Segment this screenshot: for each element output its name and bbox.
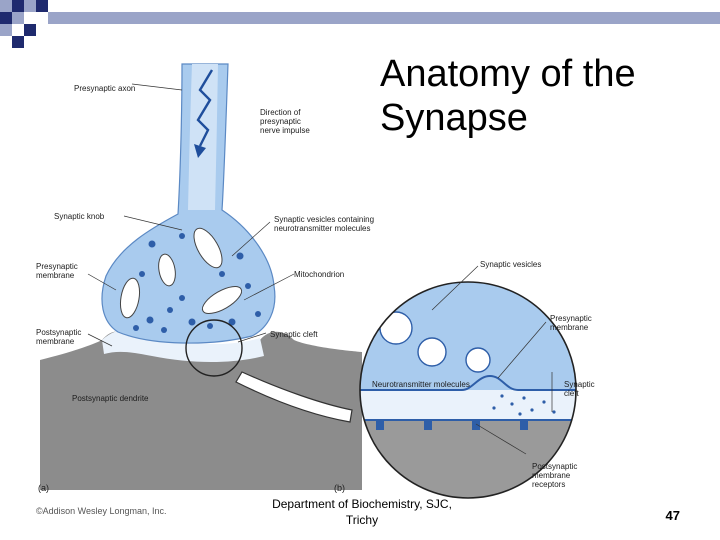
impulse-arrow bbox=[196, 69, 214, 147]
header-rule bbox=[48, 12, 720, 24]
panel-label-b: (b) bbox=[334, 483, 345, 493]
title-line-1: Anatomy of the bbox=[380, 53, 636, 95]
corner-square bbox=[24, 0, 36, 12]
label-presynaptic-axon: Presynaptic axon bbox=[74, 84, 136, 93]
label-synaptic-knob: Synaptic knob bbox=[54, 212, 105, 221]
corner-square bbox=[12, 36, 24, 48]
label-vesicles-containing: Synaptic vesicles containing neurotransm… bbox=[274, 215, 375, 233]
corner-square bbox=[12, 0, 24, 12]
inset-pointer-arrow bbox=[235, 371, 353, 423]
label-postsynaptic-dendrite: Postsynaptic dendrite bbox=[72, 394, 149, 403]
label-synaptic-cleft-a: Synaptic cleft bbox=[270, 330, 318, 339]
inset-receptors bbox=[376, 420, 528, 430]
label-presynaptic-membrane-a: Presynaptic membrane bbox=[36, 262, 78, 280]
footer-text: Department of Biochemistry, SJC, Trichy bbox=[272, 497, 452, 527]
corner-square bbox=[0, 12, 12, 24]
inset-vesicle bbox=[417, 337, 447, 367]
label-mitochondrion: Mitochondrion bbox=[294, 270, 345, 279]
magnifier-circle-small bbox=[185, 319, 243, 377]
page-number: 47 bbox=[665, 508, 680, 523]
corner-square bbox=[0, 24, 12, 36]
label-synaptic-cleft-b: Synaptic cleft bbox=[564, 380, 595, 398]
label-neurotransmitter-molecules: Neurotransmitter molecules bbox=[372, 380, 470, 389]
label-synaptic-vesicles-b: Synaptic vesicles bbox=[480, 260, 542, 269]
mitochondrion-shape bbox=[119, 277, 141, 319]
label-postsynaptic-membrane-a: Postsynaptic membrane bbox=[36, 328, 82, 346]
inset-vesicle bbox=[465, 347, 491, 373]
inset-neurotransmitter-dots bbox=[492, 394, 556, 416]
label-postsynaptic-receptors: Postsynaptic membrane receptors bbox=[532, 462, 578, 489]
corner-square bbox=[0, 0, 12, 12]
corner-square bbox=[12, 12, 24, 24]
synapse-illustration bbox=[40, 63, 577, 499]
leader-lines bbox=[87, 83, 553, 455]
impulse-arrow-head bbox=[194, 144, 206, 158]
inset-vesicle bbox=[379, 311, 413, 345]
synapse-figure: Presynaptic axon Direction of presynapti… bbox=[32, 60, 682, 500]
slide-title: Anatomy of the Synapse bbox=[380, 52, 700, 140]
mitochondrion-shape bbox=[201, 286, 243, 314]
panel-label-a: (a) bbox=[38, 483, 49, 493]
mitochondrion-shape bbox=[193, 227, 223, 269]
copyright-text: ©Addison Wesley Longman, Inc. bbox=[36, 506, 167, 516]
corner-square bbox=[36, 0, 48, 12]
corner-square bbox=[24, 24, 36, 36]
inset-membrane-line bbox=[360, 374, 576, 391]
label-presynaptic-membrane-b: Presynaptic membrane bbox=[550, 314, 592, 332]
postsynaptic-dendrite-shape bbox=[40, 331, 362, 490]
corner-decoration bbox=[0, 0, 720, 48]
label-direction-impulse: Direction of presynaptic nerve impulse bbox=[260, 108, 310, 135]
mitochondrion-shape bbox=[158, 253, 176, 287]
inset-circle-border bbox=[359, 281, 577, 499]
title-line-2: Synapse bbox=[380, 97, 528, 139]
knob-vesicles bbox=[133, 233, 261, 333]
